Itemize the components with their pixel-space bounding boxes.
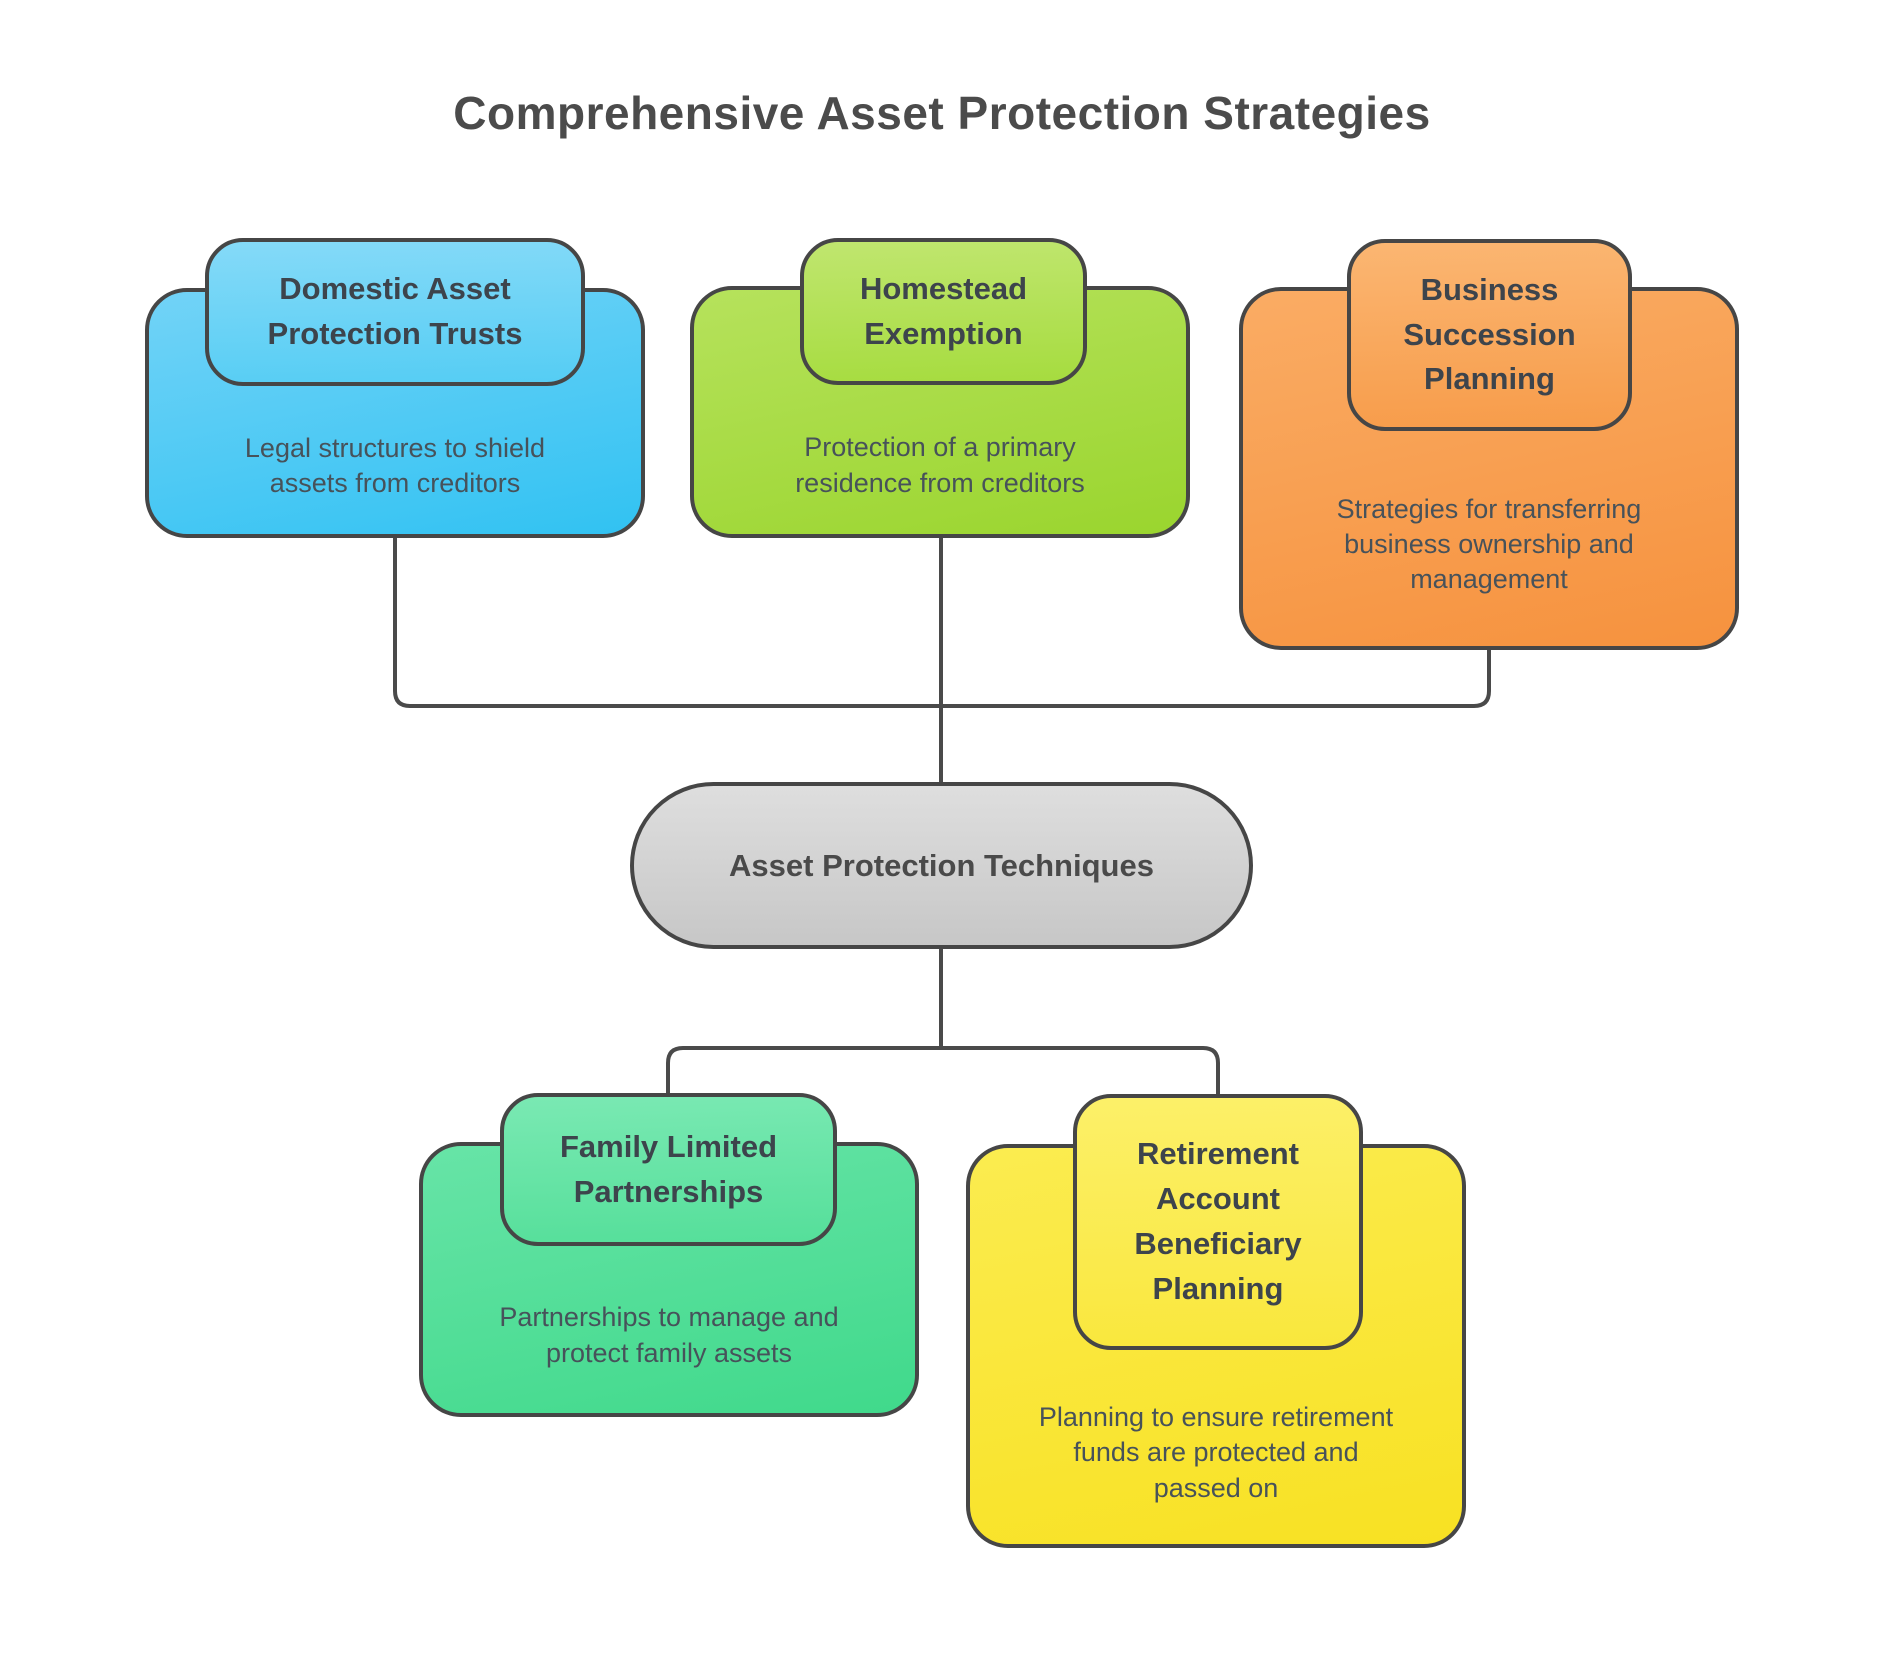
node-description: Partnerships to manage and protect famil… [423,1250,915,1421]
node-title-business-succession-planning: Business Succession Planning [1347,239,1632,431]
node-title-domestic-asset-protection-trusts: Domestic Asset Protection Trusts [205,238,585,386]
node-description: Legal structures to shield assets from c… [149,390,641,542]
center-node-label: Asset Protection Techniques [729,847,1154,883]
node-title-text: Homestead Exemption [859,270,1028,351]
page-title: Comprehensive Asset Protection Strategie… [453,87,1431,139]
node-title-text: Retirement Account Beneficiary Planning [1134,1136,1302,1306]
node-description: Protection of a primary residence from c… [694,389,1186,542]
node-asset-protection-techniques: Asset Protection Techniques [630,782,1253,949]
node-description-text: Protection of a primary residence from c… [795,432,1085,498]
connector-bottom-bracket [666,1046,1220,1096]
node-description-text: Strategies for transferring business own… [1336,493,1642,595]
node-title-homestead-exemption: Homestead Exemption [800,238,1087,385]
node-description-text: Planning to ensure retirement funds are … [1038,1402,1394,1503]
node-description: Strategies for transferring business own… [1243,435,1735,654]
node-description-text: Legal structures to shield assets from c… [244,432,546,498]
node-title-text: Business Succession Planning [1403,271,1576,397]
node-title-family-limited-partnerships: Family Limited Partnerships [500,1093,837,1246]
node-title-retirement-account-beneficiary-planning: Retirement Account Beneficiary Planning [1073,1094,1363,1350]
node-title-text: Family Limited Partnerships [559,1128,778,1209]
node-description-text: Partnerships to manage and protect famil… [499,1302,839,1368]
node-description: Planning to ensure retirement funds are … [970,1354,1462,1552]
node-title-text: Domestic Asset Protection Trusts [267,271,523,351]
